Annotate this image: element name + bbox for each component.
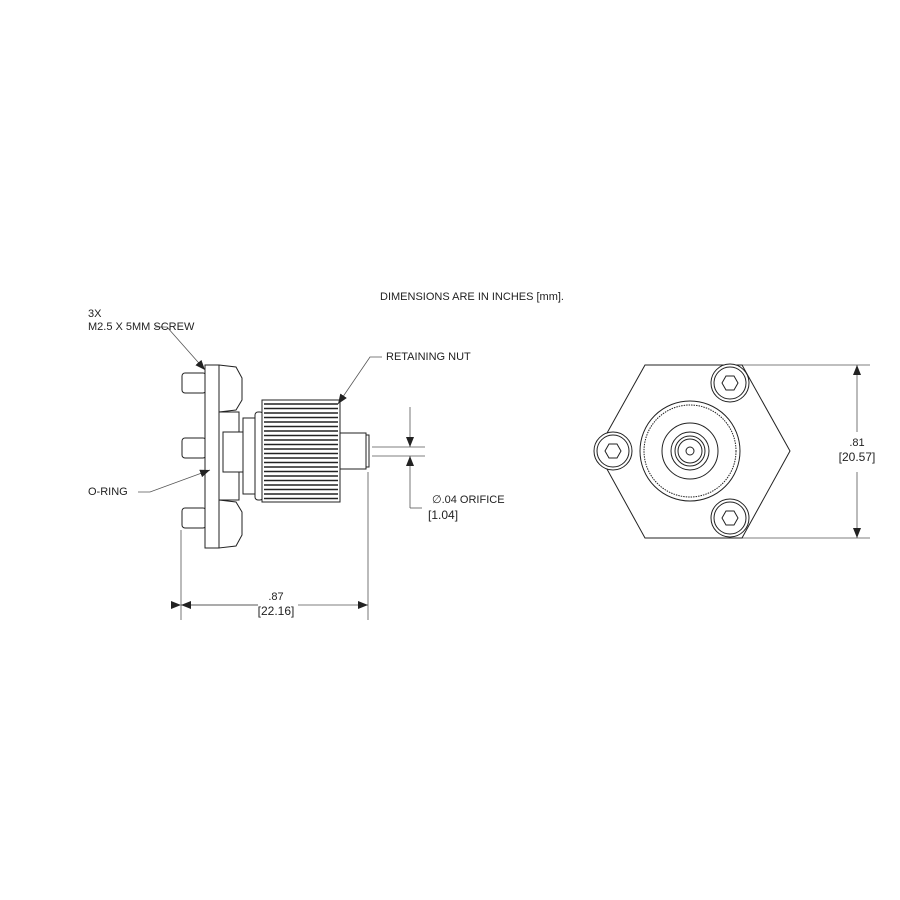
orifice-label: ∅.04 ORIFICE <box>432 494 505 506</box>
height-mm-label: [20.57] <box>838 450 876 464</box>
stem <box>339 432 367 470</box>
flange-plate <box>204 364 220 549</box>
screw-qty-label: 3X <box>88 308 102 320</box>
length-mm-value: 22.16 <box>260 604 292 618</box>
orifice-mm-value: 1.04 <box>431 508 455 522</box>
orifice-hole <box>685 446 695 456</box>
orifice-mm-label: [1.04] <box>428 508 459 522</box>
height-inch-label: .81 <box>849 437 865 449</box>
length-inch-label: .87 <box>268 591 284 603</box>
length-mm-label: [22.16] <box>257 604 295 618</box>
side-view <box>181 364 370 549</box>
retaining-nut <box>261 399 341 503</box>
front-view <box>593 363 791 539</box>
o-ring-label: O-RING <box>88 486 128 498</box>
units-note: DIMENSIONS ARE IN INCHES [mm]. <box>380 291 564 303</box>
flange-bevel <box>218 364 243 413</box>
height-mm-value: 20.57 <box>841 450 873 464</box>
screw-pins <box>181 372 207 529</box>
dimension-lines <box>138 326 870 620</box>
retaining-nut-label: RETAINING NUT <box>386 351 471 363</box>
screw-label: M2.5 X 5MM SCREW <box>88 321 195 333</box>
o-ring-block <box>222 431 244 473</box>
screw-heads <box>593 363 750 538</box>
